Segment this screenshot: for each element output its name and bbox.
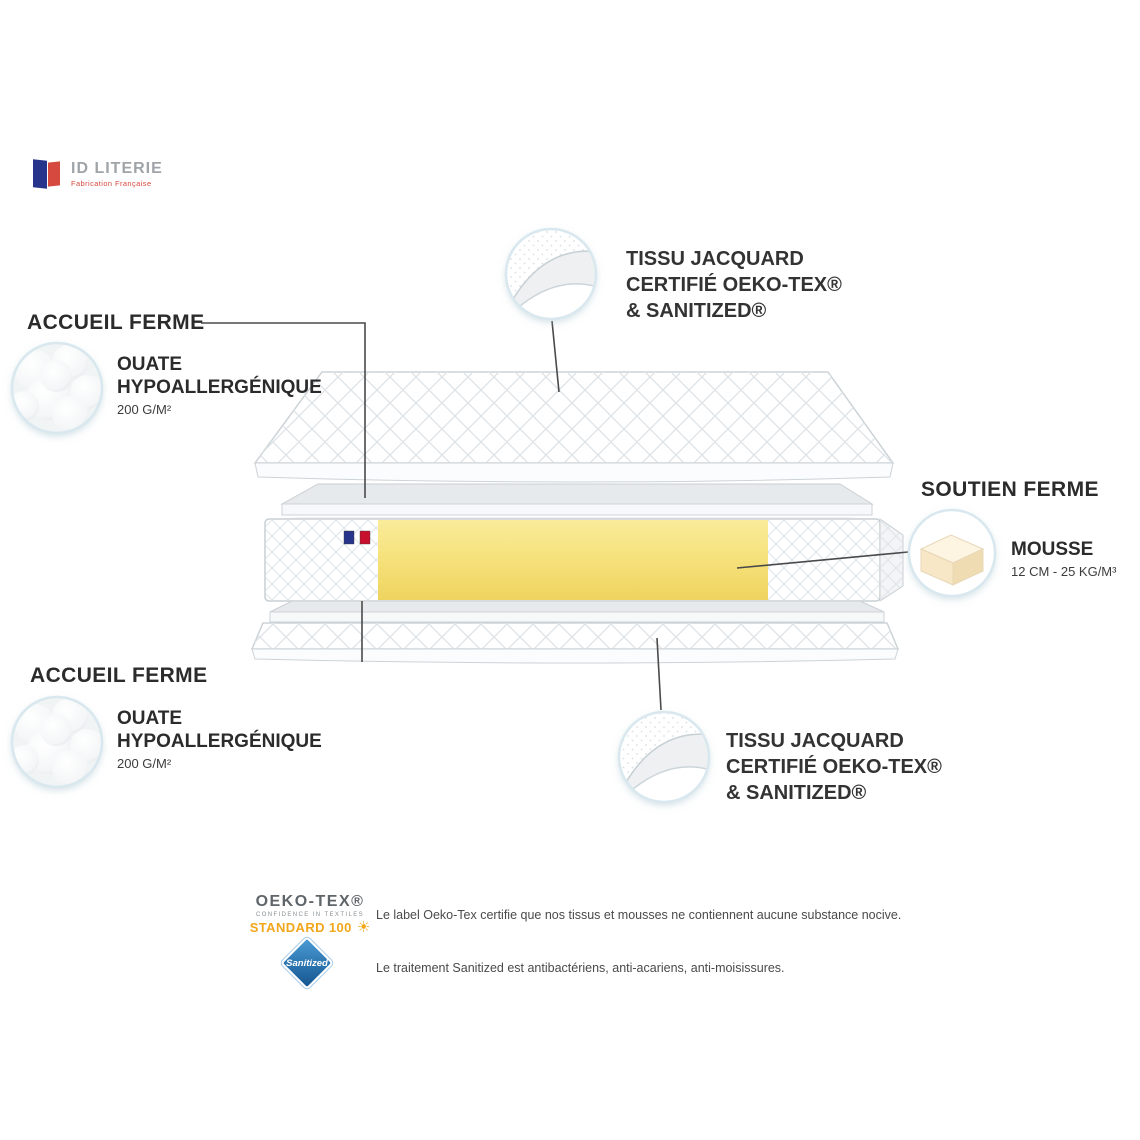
callout-title: MOUSSE	[1011, 539, 1094, 560]
tissu-top-photo	[504, 227, 598, 321]
brand-text: ID LITERIE Fabrication Française	[71, 160, 163, 188]
line-tissu-top	[551, 320, 560, 393]
wadding-icon	[12, 697, 102, 787]
mattress-lower-ouate-layer	[269, 600, 885, 623]
mattress-illustration	[250, 371, 904, 664]
callout-title: HYPOALLERGÉNIQUE	[117, 731, 322, 752]
line-mousse	[736, 551, 909, 569]
ouate-bottom-photo	[10, 695, 104, 789]
brand-tagline: Fabrication Française	[71, 179, 152, 188]
mousse-photo	[907, 508, 997, 598]
fabric-icon	[619, 712, 709, 802]
france-flag-tag	[343, 530, 371, 545]
mattress-top-panel	[253, 371, 895, 483]
brand-logo-icon	[33, 159, 63, 189]
callout-spec: 200 G/M²	[117, 402, 172, 417]
callout-title: OUATE	[117, 708, 183, 729]
callout-tissu-bottom: TISSU JACQUARD CERTIFIÉ OEKO-TEX® & SANI…	[726, 728, 942, 806]
callout-line: CERTIFIÉ OEKO-TEX®	[626, 274, 842, 296]
callout-line: TISSU JACQUARD	[626, 248, 804, 270]
foam-icon	[909, 510, 995, 596]
line-accueil-top	[201, 322, 366, 498]
callout-line: & SANITIZED®	[626, 300, 767, 322]
callout-tissu-top: TISSU JACQUARD CERTIFIÉ OEKO-TEX® & SANI…	[626, 246, 842, 324]
foam-core-front	[378, 520, 768, 600]
callout-line: CERTIFIÉ OEKO-TEX®	[726, 756, 942, 778]
callout-mousse: MOUSSE 12 CM - 25 KG/M³	[1011, 538, 1116, 579]
sanitized-description: Le traitement Sanitized est antibactérie…	[376, 961, 785, 975]
mattress-bottom-panel	[250, 622, 900, 664]
callout-title: HYPOALLERGÉNIQUE	[117, 377, 322, 398]
callout-title: OUATE	[117, 354, 183, 375]
fabric-icon	[506, 229, 596, 319]
callout-line: & SANITIZED®	[726, 782, 867, 804]
oekotex-description: Le label Oeko-Tex certifie que nos tissu…	[376, 908, 902, 922]
brand-logo: ID LITERIE Fabrication Française	[33, 159, 163, 189]
sanitized-logo: Sanitized	[278, 934, 336, 992]
oekotex-brand: OEKO-TEX®	[255, 893, 365, 910]
wadding-icon	[12, 343, 102, 433]
callout-ouate-top: OUATE HYPOALLERGÉNIQUE 200 G/M²	[117, 353, 322, 417]
callout-line: TISSU JACQUARD	[726, 730, 904, 752]
ouate-top-photo	[10, 341, 104, 435]
brand-name: ID LITERIE	[71, 160, 163, 177]
line-tissu-bottom	[656, 637, 662, 711]
heading-accueil-ferme-bottom: ACCUEIL FERME	[30, 664, 208, 687]
oekotex-sun-icon: ☀	[356, 919, 371, 936]
tissu-bottom-photo	[617, 710, 711, 804]
oekotex-logo: OEKO-TEX® CONFIDENCE IN TEXTILES STANDAR…	[248, 893, 372, 935]
callout-spec: 200 G/M²	[117, 756, 172, 771]
heading-accueil-ferme-top: ACCUEIL FERME	[27, 311, 205, 334]
heading-soutien-ferme: SOUTIEN FERME	[921, 478, 1099, 501]
oekotex-standard-label: STANDARD 100	[249, 920, 352, 935]
mattress-upper-ouate-layer	[280, 483, 874, 516]
mattress-foam-core	[264, 517, 904, 602]
sanitized-brand: Sanitized	[286, 957, 328, 969]
callout-ouate-bottom: OUATE HYPOALLERGÉNIQUE 200 G/M²	[117, 707, 322, 771]
callout-lines	[201, 320, 909, 711]
callout-spec: 12 CM - 25 KG/M³	[1011, 564, 1117, 579]
oekotex-subtitle: CONFIDENCE IN TEXTILES	[255, 912, 365, 918]
